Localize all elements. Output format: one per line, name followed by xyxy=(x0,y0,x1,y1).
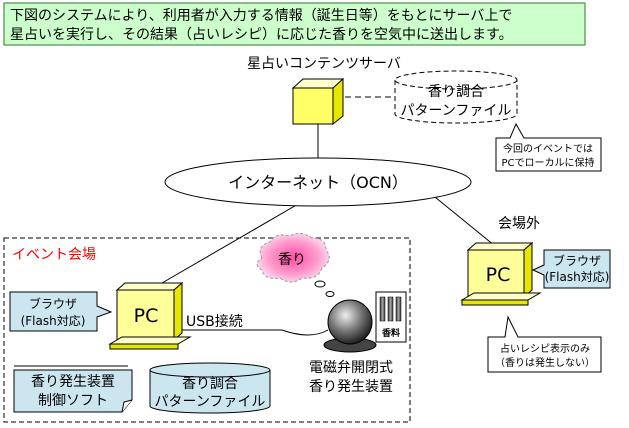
event-browser-line-2: (Flash対応) xyxy=(21,314,86,328)
outside-browser-line-1: ブラウザ xyxy=(553,253,601,268)
outside-pc-label: PC xyxy=(486,264,511,286)
server-note-callout: 今回のイベントでは PCでローカルに保持 xyxy=(495,122,602,172)
event-browser-callout: ブラウザ (Flash対応) xyxy=(9,291,113,332)
internet-to-outside-pc-line xyxy=(429,192,501,251)
outside-browser-line-2: (Flash対応) xyxy=(545,270,610,284)
outside-note-callout: 占いレシピ表示のみ （香りは発生しない） xyxy=(487,315,602,373)
internet-ellipse: インターネット（OCN） xyxy=(164,157,472,207)
header-description: 下図のシステムにより、利用者が入力する情報（誕生日等）をもとにサーバ上で 星占い… xyxy=(3,2,586,46)
local-file-line-2: パターンファイル xyxy=(155,394,266,410)
fragrance-label: 香料 xyxy=(381,327,400,339)
software-line-2: 制御ソフト xyxy=(38,393,108,409)
device-line-2: 香り発生装置 xyxy=(309,379,393,395)
event-browser-line-1: ブラウザ xyxy=(29,296,77,311)
event-pc-icon: PC xyxy=(108,281,192,350)
internet-label: インターネット（OCN） xyxy=(228,173,408,192)
server-file-line-2: パターンファイル xyxy=(401,103,512,119)
server-label: 星占いコンテンツサーバ xyxy=(247,56,401,72)
server-note-line-1: 今回のイベントでは xyxy=(503,142,593,155)
outside-note-line-2: （香りは発生しない） xyxy=(495,356,595,369)
server-cube-icon xyxy=(291,77,345,126)
fragrance-cloud-label: 香り xyxy=(278,252,306,268)
fragrance-bottles-icon: 香料 xyxy=(375,291,407,343)
local-pattern-file-cylinder: 香り調合 パターンファイル xyxy=(149,362,271,414)
usb-label: USB接続 xyxy=(186,313,243,330)
scent-generator-device-icon xyxy=(323,299,377,353)
local-file-line-1: 香り調合 xyxy=(182,376,238,392)
outside-pc-icon: PC xyxy=(460,241,542,306)
connection-lines xyxy=(149,96,501,336)
software-line-1: 香り発生装置 xyxy=(31,374,115,390)
outside-label: 会場外 xyxy=(498,216,540,232)
event-venue-label: イベント会場 xyxy=(12,247,96,263)
device-line-1: 電磁弁開閉式 xyxy=(309,360,393,376)
server-file-line-1: 香り調合 xyxy=(428,84,484,100)
header-line-1: 下図のシステムにより、利用者が入力する情報（誕生日等）をもとにサーバ上で xyxy=(10,7,512,24)
control-software-document: 香り発生装置 制御ソフト xyxy=(13,365,133,413)
fragrance-cloud-icon: 香り xyxy=(256,232,335,297)
event-venue-frame xyxy=(3,237,411,423)
usb-cable-line xyxy=(182,329,329,336)
internet-to-event-pc-line xyxy=(149,199,306,291)
server-note-line-2: PCでローカルに保持 xyxy=(501,156,594,169)
header-line-2: 星占いを実行し、その結果（占いレシピ）に応じた香りを空気中に送出します。 xyxy=(10,27,513,43)
outside-note-line-1: 占いレシピ表示のみ xyxy=(500,342,590,355)
server-pattern-file-cylinder: 香り調合 パターンファイル xyxy=(394,70,518,124)
outside-browser-callout: ブラウザ (Flash対応) xyxy=(531,249,611,289)
event-pc-label: PC xyxy=(134,305,159,327)
